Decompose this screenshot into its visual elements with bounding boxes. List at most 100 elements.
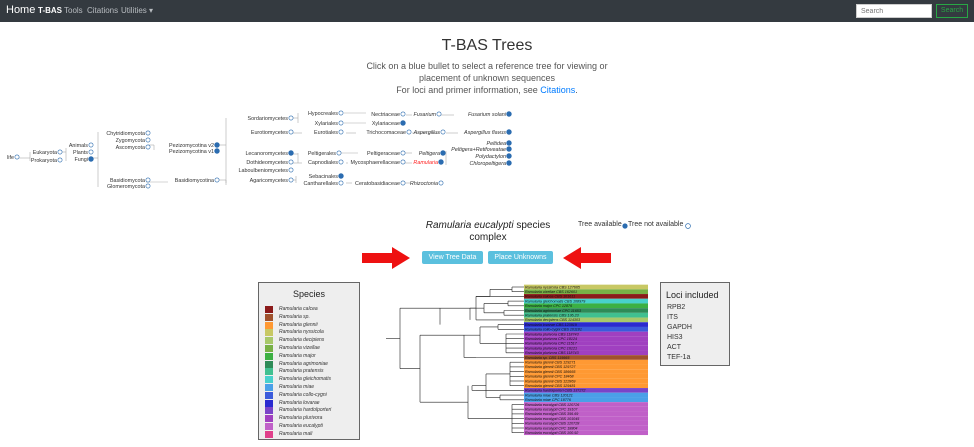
tip-color-bar	[524, 430, 648, 436]
tip-label: Ramularia agrimoniae CPC 11653	[525, 309, 582, 313]
tip-label: Ramularia major CPC 12876	[525, 304, 573, 308]
view-tree-data-button[interactable]: View Tree Data	[422, 251, 483, 264]
tip-color-bar	[524, 289, 648, 295]
nav-citations[interactable]: Citations	[87, 6, 119, 15]
species-name: Ramularia eucalypti	[279, 423, 323, 429]
tip-color-bar	[524, 317, 648, 323]
tip-label: Ramularia eucalypti CBS 120728	[525, 422, 580, 426]
taxon-ceratobasidiaceae: Ceratobasidiaceae	[355, 181, 400, 187]
tip-label: Ramularia glennii CPC 18468	[525, 375, 575, 379]
taxon-aspergillus-flavus: Aspergillus flavus	[463, 130, 506, 136]
species-color-swatch	[265, 415, 273, 423]
taxon-aspergillus-flavus-bullet[interactable]	[506, 129, 512, 135]
taxon-dothideomycetes-bullet	[288, 159, 294, 165]
instruction-line-2: placement of unknown sequences	[418, 73, 556, 83]
species-color-swatch	[265, 306, 273, 313]
species-name: Ramularia hardolporteri	[279, 407, 332, 414]
species-name: Ramularia plurivora	[279, 415, 323, 422]
tree-not-available-label: Tree not available	[628, 221, 684, 228]
taxon-basidiomycota: Basidiomycota	[110, 178, 145, 184]
tip-label: Ramularia eucalypti CBS 100.92	[525, 431, 578, 435]
species-color-swatch	[265, 391, 273, 399]
taxon-peltidea-bullet[interactable]	[506, 140, 512, 146]
nav-tools[interactable]: Tools	[64, 6, 83, 15]
tip-label: Ramularia decipiens CBS 114303	[525, 318, 581, 322]
taxon-polydactylon-bullet[interactable]	[506, 153, 512, 159]
species-color-swatch	[265, 407, 273, 415]
species-name: Ramularia pratensis	[279, 368, 324, 375]
species-name: Ramularia gleichomatis	[279, 376, 331, 383]
tip-color-bar	[524, 388, 648, 393]
species-legend-title: Species	[292, 289, 326, 299]
tip-label: Ramularia vizellae CBS 162601	[525, 290, 577, 294]
taxon-life-bullet	[14, 154, 20, 160]
taxon-mycosphaerellaceae: Mycosphaerellaceae	[351, 160, 400, 166]
tip-label: Ramularia plurivora CPC 18124	[525, 337, 577, 341]
species-color-swatch	[265, 360, 273, 368]
taxon-sebacinales-bullet[interactable]	[338, 173, 344, 179]
home-link[interactable]: Home	[6, 4, 36, 16]
taxon-plants-bullet	[88, 149, 94, 155]
species-color-swatch	[265, 352, 273, 360]
taxon-prokaryota: Prokaryota	[31, 158, 57, 164]
taxon-peltigerales-bullet	[336, 150, 342, 156]
taxon-ramularia-bullet[interactable]	[438, 159, 444, 165]
locus-item: RPB2	[667, 304, 686, 311]
taxon-pezizomycotina-v2-bullet[interactable]	[214, 142, 220, 148]
tip-label: Ramularia calcea CBS 101611	[525, 295, 575, 299]
taxon-fungi-bullet[interactable]	[88, 156, 94, 162]
taxon-laboulbeniomycetes: Laboulbeniomycetes	[239, 168, 289, 174]
locus-item: GAPDH	[667, 324, 692, 331]
taxon-glomeromycota-bullet	[145, 183, 151, 189]
taxon-pezizomycotina-v1: Pezizomycotina v1	[169, 149, 214, 155]
tip-color-bar	[524, 294, 648, 299]
taxon-agaricomycetes-bullet	[288, 177, 294, 183]
taxon-peltigera-retifoveatae-bullet[interactable]	[506, 146, 512, 152]
tip-label: Ramularia plurivora CPC 11517	[525, 342, 578, 346]
taxon-ramularia: Ramularia	[413, 160, 438, 166]
locus-item: ACT	[667, 344, 681, 351]
taxon-pezizomycotina-v1-bullet[interactable]	[214, 148, 220, 154]
taxon-hypocreales: Hypocreales	[308, 111, 338, 117]
nav-tbas[interactable]: T-BAS	[38, 6, 62, 15]
place-unknowns-button[interactable]: Place Unknowns	[488, 251, 553, 264]
taxon-peltigera: Peltigera	[419, 151, 440, 157]
taxon-peltigeraceae: Peltigeraceae	[367, 151, 400, 157]
nav-utilities-dropdown[interactable]: Utilities ▾	[121, 6, 154, 15]
taxon-lecanoromycetes-bullet[interactable]	[288, 150, 294, 156]
taxon-xylariaceae-bullet[interactable]	[400, 120, 406, 126]
taxon-peltidea: Peltidea	[487, 141, 506, 147]
instruction-line-3: For loci and primer information, see Cit…	[0, 84, 974, 96]
citations-link[interactable]: Citations	[540, 85, 576, 95]
species-name: Ramularia miae	[279, 384, 315, 390]
tip-label: Ramularia sp. CBS 115665	[525, 356, 570, 360]
taxon-fusarium-solani-bullet[interactable]	[506, 111, 512, 117]
taxon-capnodiales-bullet	[338, 159, 344, 165]
tip-color-bar	[524, 383, 648, 389]
tip-label: Ramularia miae CPC 18776	[525, 398, 572, 402]
tip-label: Ramularia eucalypti CBS 356.69	[525, 412, 578, 416]
arrow-left-icon	[563, 247, 611, 269]
taxon-peltigera-bullet[interactable]	[440, 150, 446, 156]
species-color-swatch	[265, 337, 273, 345]
search-input[interactable]	[856, 4, 932, 18]
species-color-swatch	[265, 384, 273, 391]
species-color-swatch	[265, 368, 273, 376]
tip-label: Ramularia glennii CBS 129481	[525, 384, 575, 388]
taxon-sordariomycetes: Sordariomycetes	[248, 116, 289, 122]
tip-label: Ramularia hardolporteri CBS 137272	[525, 389, 585, 393]
tip-color-bar	[524, 420, 648, 426]
tip-label: Ramularia nyssicola CBS 127665	[525, 285, 581, 289]
tip-label: Ramularia plurivora CBS 118743	[525, 351, 580, 355]
taxon-eurotiomycetes: Eurotiomycetes	[251, 130, 288, 136]
taxon-animals-bullet	[88, 142, 94, 148]
taxon-dothideomycetes: Dothideomycetes	[246, 160, 288, 166]
taxon-chloropeltigera-bullet[interactable]	[506, 160, 512, 166]
tip-color-bar	[524, 350, 648, 356]
taxon-pezizomycotina-v2: Pezizomycotina v2	[169, 143, 214, 149]
tip-label: Ramularia miae CBS 120121	[525, 393, 573, 397]
search-button[interactable]: Search	[936, 4, 968, 18]
taxon-eukaryota: Eukaryota	[33, 150, 57, 156]
taxon-cantharellales-bullet	[338, 180, 344, 186]
